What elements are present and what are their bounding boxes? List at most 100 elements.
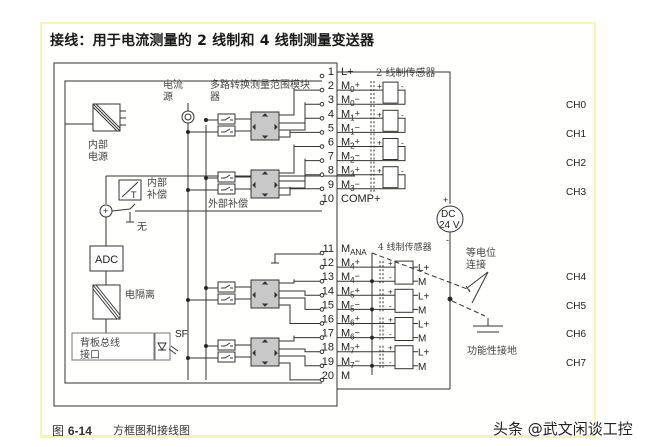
pin-label-sup: + — [355, 108, 360, 118]
mux-module-label-2: 器 — [210, 91, 220, 103]
two-wire-sensor-ch2: +- — [337, 137, 406, 165]
figure-frame — [40, 22, 596, 438]
power-supply-label-1: 内部 — [88, 138, 108, 151]
pin-label-base: M — [341, 328, 350, 340]
mux-block — [250, 169, 280, 199]
internal-power-supply — [65, 103, 126, 132]
isolation-label: 电隔离 — [125, 288, 155, 301]
pin-label: M2+ — [341, 137, 360, 151]
summing-junction: + — [99, 204, 113, 218]
pin-label-base: M — [341, 356, 350, 368]
pin-label: M — [341, 370, 350, 382]
pin-label-sup: − — [355, 179, 360, 189]
isolation-block — [92, 284, 121, 320]
mux-block — [250, 111, 280, 141]
pin-number: 20 — [322, 370, 334, 382]
pin-label-base: M — [341, 243, 350, 255]
sensor-plus: + — [388, 316, 393, 325]
dc-label: DC — [441, 209, 455, 220]
pin-label-sup: − — [355, 299, 360, 309]
four-wire-sensor-ch6: + - L+ M — [337, 316, 430, 345]
mux-block — [250, 337, 280, 367]
pin-label-sup: + — [355, 165, 360, 175]
terminal-pin-20: 20 M — [319, 370, 350, 383]
sensor-m: M — [418, 277, 426, 288]
pin-number: 10 — [322, 193, 334, 205]
sensor-l-plus: L+ — [418, 348, 430, 359]
figure-number-value: 6-14 — [67, 424, 92, 438]
adc-label: ADC — [95, 254, 118, 266]
sensor-plus: + — [377, 167, 382, 176]
four-wire-sensor-ch7: + - L+ M — [337, 344, 430, 373]
current-source-icon — [181, 103, 195, 380]
pin-label-base: M — [341, 151, 350, 163]
sensor-minus: - — [389, 358, 392, 367]
sensor-minus: - — [401, 167, 404, 176]
channel-label-ch6: CH6 — [566, 329, 586, 340]
dc-minus-label: - — [446, 235, 449, 245]
figure-number: 图 6-14 — [52, 422, 92, 439]
watermark: 头条 @武文闲谈工控 — [493, 420, 633, 438]
pin-label-sup: − — [355, 271, 360, 281]
sf-led-label: SF — [175, 329, 188, 340]
current-source-label-1: 电流 — [163, 78, 183, 91]
dc-voltage-label: 24 V — [439, 220, 460, 231]
mux-group-0 — [185, 88, 322, 141]
sensor-m: M — [418, 305, 426, 316]
external-comp-label: 外部补偿 — [208, 197, 248, 210]
two-wire-sensor-ch1: +- — [337, 109, 406, 137]
pin-label-sup: + — [355, 314, 360, 324]
sensor-minus: - — [401, 110, 404, 119]
pin-number: 4 — [328, 108, 334, 120]
mux-group-3 — [185, 335, 322, 381]
channel-label-ch4: CH4 — [566, 272, 586, 283]
channel-label-ch3: CH3 — [566, 187, 586, 198]
sensor-plus: + — [377, 139, 382, 148]
figure-caption: 方框图和接线图 — [113, 424, 190, 437]
four-wire-sensor-ch5: +-L+M — [337, 287, 430, 316]
mux-group-1 — [185, 144, 322, 199]
sensor-minus: - — [389, 330, 392, 339]
sensor-plus: + — [377, 82, 382, 91]
pin-label: M1− — [341, 122, 360, 136]
channel-label-ch1: CH1 — [566, 129, 586, 140]
pin-number: 17 — [322, 328, 334, 340]
pin-label-base: M — [341, 342, 350, 354]
pin-number: 3 — [328, 94, 334, 106]
pin-label-base: M — [341, 370, 350, 382]
backplane-interface — [71, 332, 179, 361]
pin-label: M2− — [341, 151, 360, 165]
two-wire-sensor-ch0: +- — [337, 81, 406, 109]
channel-label-ch5: CH5 — [566, 301, 586, 312]
pin-label-sup: − — [355, 328, 360, 338]
internal-comp-label-2: 补偿 — [147, 188, 167, 201]
pin-label-sub: ANA — [350, 248, 367, 257]
mux-group-2 — [185, 279, 322, 324]
pin-label-sup: − — [355, 356, 360, 366]
adc-block: ADC — [89, 245, 124, 272]
pin-number: 2 — [328, 80, 334, 92]
sensor-l-plus: L+ — [418, 320, 430, 331]
pin-label-base: M — [341, 285, 350, 297]
pin-number: 19 — [322, 356, 334, 368]
pin-label: MANA — [341, 243, 367, 257]
pin-number: 16 — [322, 314, 334, 326]
pin-label: M5+ — [341, 285, 360, 299]
figure-prefix: 图 — [52, 424, 65, 438]
pin-label-base: M — [341, 165, 350, 177]
pin-label-sup: + — [355, 285, 360, 295]
pin-label-base: M — [341, 257, 350, 269]
pin-label-sup: + — [355, 342, 360, 352]
sensor-m: M — [418, 334, 426, 345]
